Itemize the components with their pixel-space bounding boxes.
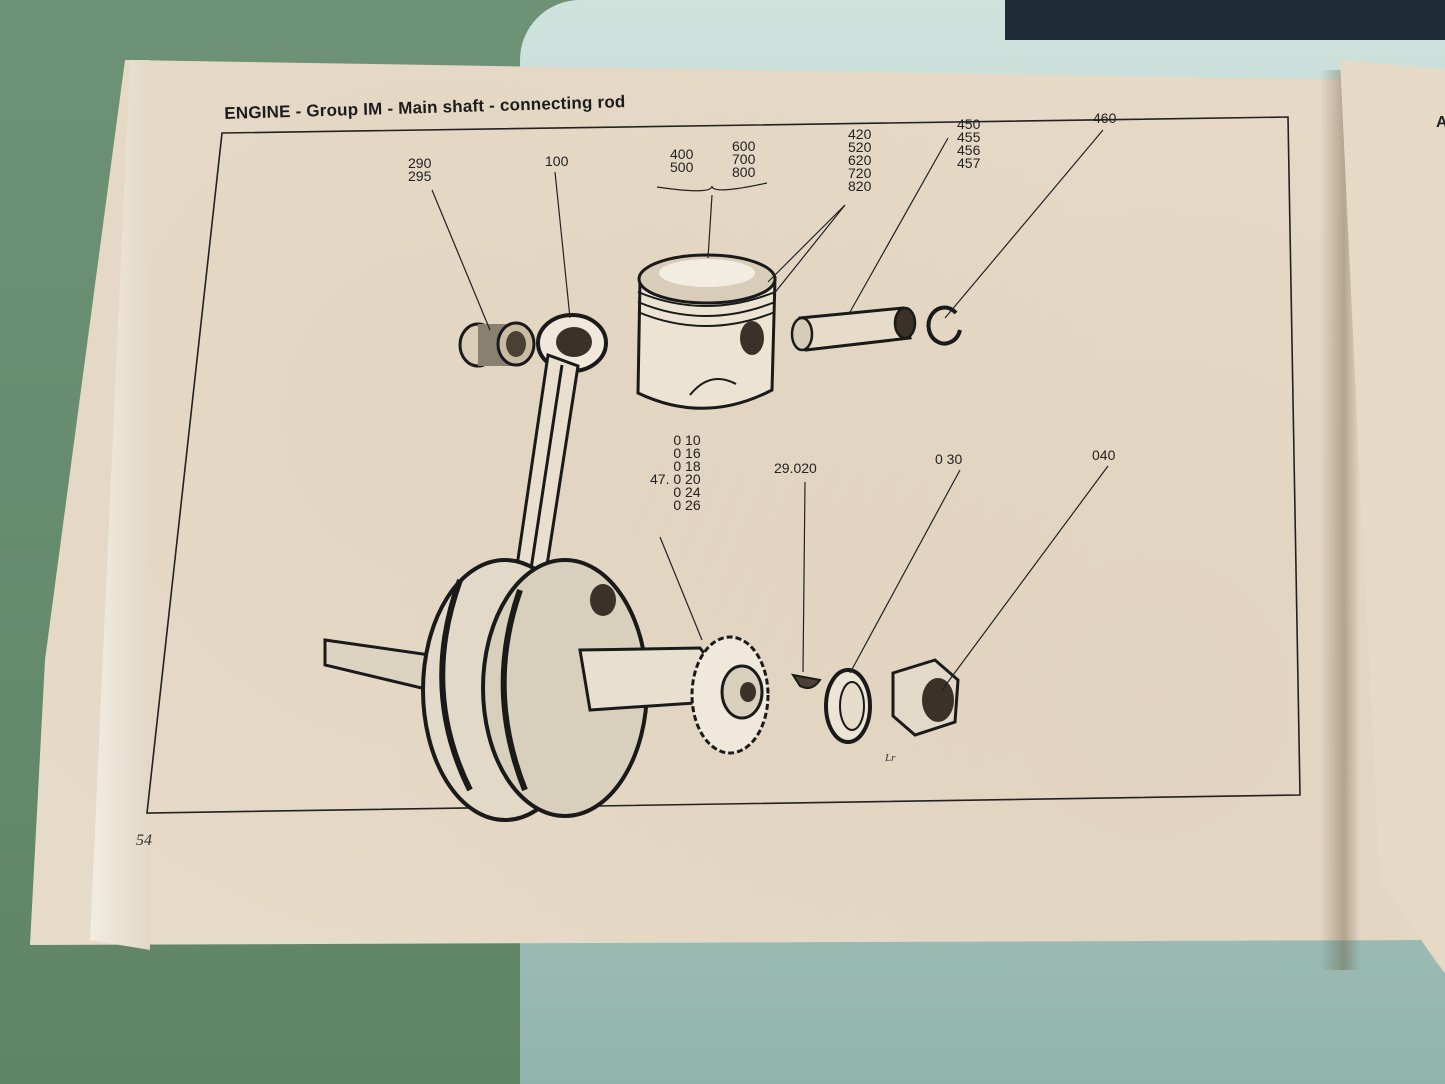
piston-drawing — [636, 253, 777, 410]
nut-drawing — [891, 658, 960, 737]
circlip-drawing — [926, 305, 962, 346]
page-number: 54 — [136, 832, 152, 849]
diagram-frame — [146, 116, 1301, 814]
dark-background-strip — [1005, 0, 1445, 40]
left-page — [30, 60, 1425, 945]
crankshaft-drawing — [323, 558, 770, 822]
leader-lines — [431, 129, 1109, 691]
label-woodruff-key: 29.020 — [774, 460, 817, 476]
label-washer: 0 30 — [935, 451, 963, 467]
label-circlip: 460 — [1093, 110, 1117, 126]
woodruff-key-drawing — [790, 673, 822, 689]
bushing-drawing — [458, 321, 536, 368]
illustrator-signature: Lr — [885, 752, 896, 764]
washer-drawing — [824, 668, 872, 744]
label-connecting-rod: 100 — [545, 153, 569, 169]
open-manual — [30, 40, 1445, 1000]
piston-pin-drawing — [790, 306, 917, 352]
right-page-edge-letter: A — [1436, 114, 1445, 131]
label-nut: 040 — [1092, 447, 1116, 463]
